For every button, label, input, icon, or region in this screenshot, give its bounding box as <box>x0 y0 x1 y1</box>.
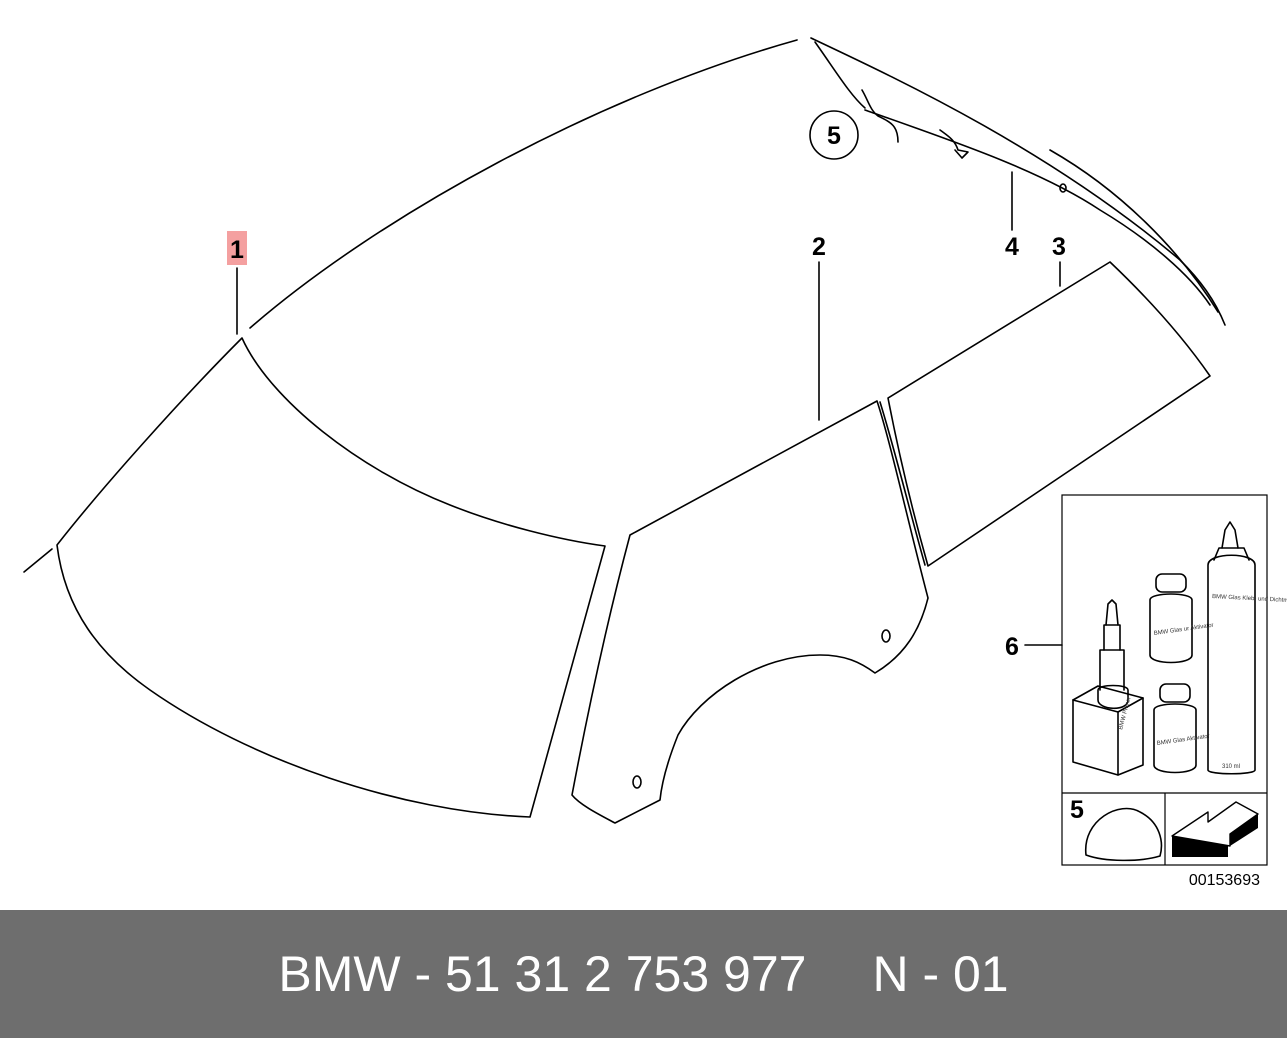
callout-5-circle <box>809 110 859 160</box>
grommet-dome <box>1085 807 1163 862</box>
wiring-harness <box>861 89 899 143</box>
primer-applicator: BMW Primer <box>1072 599 1144 776</box>
callout-1: 1 <box>230 236 244 264</box>
callout-6: 6 <box>1005 633 1019 661</box>
door-glass-hole-bottom <box>632 775 642 789</box>
activator-bottle-bottom: BMW Glas Aktivator <box>1153 683 1210 774</box>
callout-5: 5 <box>827 122 841 150</box>
door-glass <box>571 400 929 824</box>
door-glass-hole-top <box>881 629 891 643</box>
roof-rear-edge <box>810 37 1226 326</box>
roof-clip-hole <box>1059 183 1067 193</box>
roof-rear-edge-seam <box>864 109 1211 306</box>
footer-bar: BMW - 51 31 2 753 977 N - 01 <box>0 910 1287 1038</box>
activator-bottle-top: BMW Glas ur Aktivator <box>1149 573 1214 664</box>
cartridge-volume: 310 ml <box>1222 764 1240 770</box>
callout-1-highlight <box>227 231 247 265</box>
callout-4: 4 <box>1005 233 1019 261</box>
callout-2: 2 <box>812 233 826 261</box>
roof-rear-edge-inner <box>814 41 866 109</box>
inset-callout-5: 5 <box>1070 796 1084 824</box>
bottle-top-label: BMW Glas ur Aktivator <box>1153 623 1214 637</box>
rear-side-glass-edge <box>879 401 926 566</box>
roof-outline <box>249 39 798 329</box>
document-number: 00153693 <box>1189 872 1260 889</box>
primer-label: BMW Primer <box>1118 696 1133 730</box>
roof-rear-edge-seam-2 <box>1049 149 1219 313</box>
front-edge-stub <box>23 548 53 573</box>
arrow-icon <box>1171 801 1259 857</box>
footer-part-number: BMW - 51 31 2 753 977 <box>278 946 807 1002</box>
wiring-harness-branch <box>939 129 969 159</box>
adhesive-cartridge: BMW Glas Kleb- und Dichtmasse 310 ml 310… <box>1207 521 1287 775</box>
parts-diagram: 1 2 3 4 5 6 BMW Primer BMW Glas ur Aktiv… <box>23 37 1287 889</box>
rear-side-glass <box>887 261 1211 567</box>
footer-code: N - 01 <box>872 946 1009 1002</box>
bottle-bottom-label: BMW Glas Aktivator <box>1156 734 1210 747</box>
windshield <box>56 337 606 818</box>
callout-3: 3 <box>1052 233 1066 261</box>
cartridge-label: BMW Glas Kleb- und Dichtmasse 310 ml <box>1212 594 1287 606</box>
